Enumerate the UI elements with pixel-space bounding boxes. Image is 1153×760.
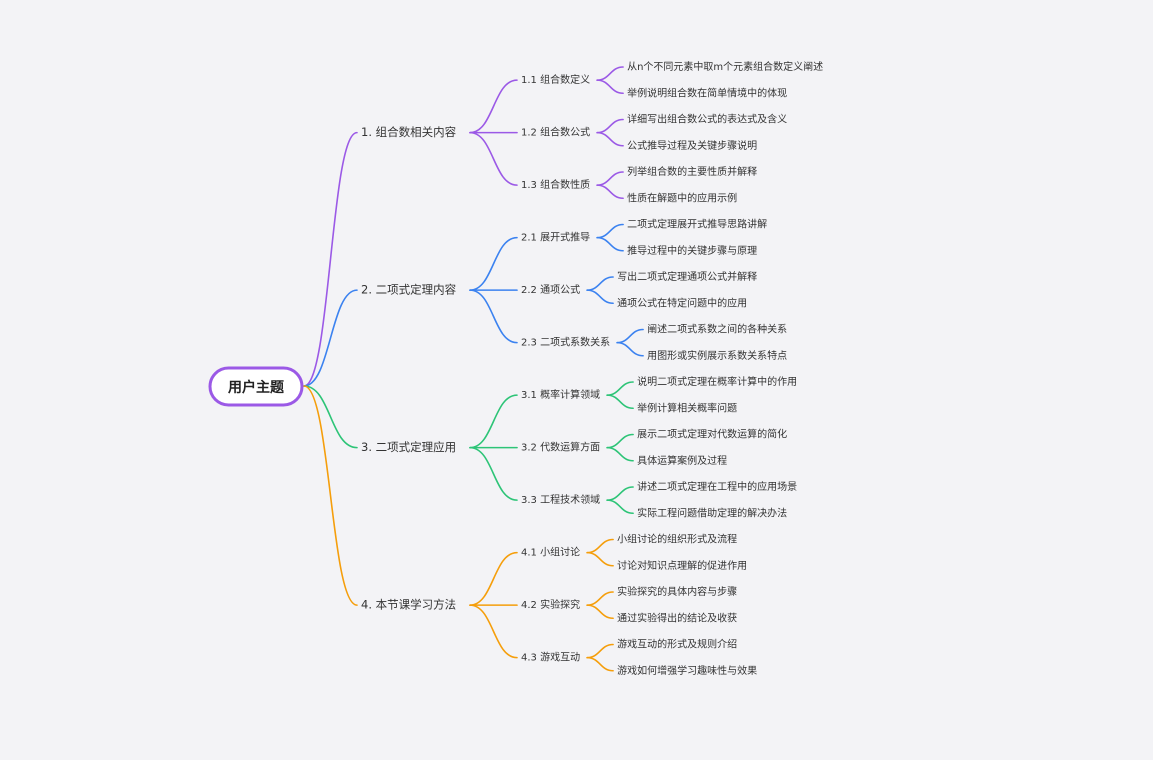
subtopic-node[interactable]: 1.1 组合数定义 — [521, 73, 590, 86]
detail-node[interactable]: 列举组合数的主要性质并解释 — [627, 165, 757, 178]
leaf-edge — [596, 171, 624, 186]
detail-node[interactable]: 用图形或实例展示系数关系特点 — [647, 349, 787, 362]
detail-node[interactable]: 写出二项式定理通项公式并解释 — [617, 270, 757, 283]
leaf-edge — [586, 289, 614, 305]
detail-node[interactable]: 举例计算相关概率问题 — [637, 401, 737, 414]
subtopic-edge — [469, 131, 518, 186]
detail-node[interactable]: 展示二项式定理对代数运算的简化 — [637, 428, 787, 441]
leaf-edge — [586, 643, 614, 659]
leaf-edge — [616, 328, 644, 344]
leaf-edge — [596, 223, 624, 239]
subtopic-edge — [469, 394, 518, 449]
topic-node[interactable]: 2. 二项式定理内容 — [361, 283, 457, 297]
detail-node[interactable]: 游戏互动的形式及规则介绍 — [617, 638, 737, 651]
detail-node[interactable]: 从n个不同元素中取m个元素组合数定义阐述 — [627, 60, 823, 73]
subtopic-edge — [469, 236, 518, 291]
detail-node[interactable]: 公式推导过程及关键步骤说明 — [627, 139, 757, 152]
subtopic-edge — [469, 79, 518, 134]
leaf-edge — [596, 236, 624, 252]
subtopic-edge — [469, 604, 518, 659]
detail-node[interactable]: 通项公式在特定问题中的应用 — [617, 296, 747, 309]
leaf-edge — [596, 79, 624, 95]
leaf-edge — [586, 276, 614, 291]
detail-node[interactable]: 阐述二项式系数之间的各种关系 — [647, 323, 787, 336]
subtopic-node[interactable]: 1.3 组合数性质 — [521, 178, 590, 191]
leaf-edge — [586, 591, 614, 606]
topic-node[interactable]: 1. 组合数相关内容 — [361, 125, 457, 139]
leaf-edge — [596, 184, 624, 200]
detail-node[interactable]: 小组讨论的组织形式及流程 — [617, 533, 737, 546]
root-node-label: 用户主题 — [228, 379, 285, 396]
branch-edge — [303, 385, 358, 606]
detail-node[interactable]: 说明二项式定理在概率计算中的作用 — [637, 375, 797, 388]
detail-node[interactable]: 游戏如何增强学习趣味性与效果 — [617, 664, 757, 677]
subtopic-edge — [469, 289, 518, 344]
leaf-edge — [606, 433, 634, 449]
branch-edge — [303, 385, 358, 449]
subtopic-node[interactable]: 3.3 工程技术领域 — [521, 493, 600, 506]
detail-node[interactable]: 举例说明组合数在简单情境中的体现 — [627, 86, 787, 99]
detail-node[interactable]: 实际工程问题借助定理的解决办法 — [637, 506, 787, 519]
topic-node[interactable]: 4. 本节课学习方法 — [361, 598, 456, 612]
subtopic-node[interactable]: 1.2 组合数公式 — [521, 126, 590, 139]
leaf-edge — [606, 381, 634, 396]
detail-node[interactable]: 具体运算案例及过程 — [637, 454, 727, 467]
detail-node[interactable]: 通过实验得出的结论及收获 — [617, 611, 737, 624]
subtopic-node[interactable]: 2.2 通项公式 — [521, 283, 580, 296]
detail-node[interactable]: 详细写出组合数公式的表达式及含义 — [627, 113, 787, 126]
leaf-edge — [596, 118, 624, 134]
leaf-edge — [606, 446, 634, 462]
subtopic-node[interactable]: 3.2 代数运算方面 — [521, 441, 600, 454]
detail-node[interactable]: 推导过程中的关键步骤与原理 — [627, 244, 757, 257]
subtopic-node[interactable]: 2.1 展开式推导 — [521, 231, 590, 244]
subtopic-edge — [469, 551, 518, 606]
root-node[interactable]: 用户主题 — [208, 366, 304, 407]
subtopic-node[interactable]: 4.1 小组讨论 — [521, 546, 580, 559]
topic-node[interactable]: 3. 二项式定理应用 — [361, 440, 456, 454]
leaf-edge — [606, 394, 634, 410]
branch-edge — [303, 289, 358, 387]
leaf-edge — [586, 656, 614, 672]
leaf-edge — [616, 341, 644, 357]
root-node-box — [208, 366, 304, 407]
detail-node[interactable]: 二项式定理展开式推导思路讲解 — [627, 218, 767, 231]
branch-edge — [303, 131, 358, 387]
subtopic-node[interactable]: 3.1 概率计算领域 — [521, 388, 600, 401]
mindmap-nodes: 1.1 组合数定义 从n个不同元素中取m个元素组合数定义阐述举例说明组合数在简单情… — [208, 60, 823, 677]
subtopic-edge — [469, 446, 518, 501]
leaf-edge — [606, 486, 634, 501]
leaf-edge — [586, 551, 614, 567]
detail-node[interactable]: 性质在解题中的应用示例 — [627, 191, 737, 204]
detail-node[interactable]: 讲述二项式定理在工程中的应用场景 — [637, 480, 797, 493]
leaf-edge — [586, 604, 614, 620]
leaf-edge — [596, 131, 624, 147]
leaf-edge — [606, 499, 634, 515]
leaf-edge — [596, 66, 624, 81]
subtopic-node[interactable]: 2.3 二项式系数关系 — [521, 336, 610, 349]
detail-node[interactable]: 实验探究的具体内容与步骤 — [617, 585, 737, 598]
mindmap-edges — [303, 66, 644, 672]
subtopic-node[interactable]: 4.2 实验探究 — [521, 598, 580, 611]
subtopic-node[interactable]: 4.3 游戏互动 — [521, 651, 580, 664]
leaf-edge — [586, 538, 614, 554]
detail-node[interactable]: 讨论对知识点理解的促进作用 — [617, 559, 747, 572]
